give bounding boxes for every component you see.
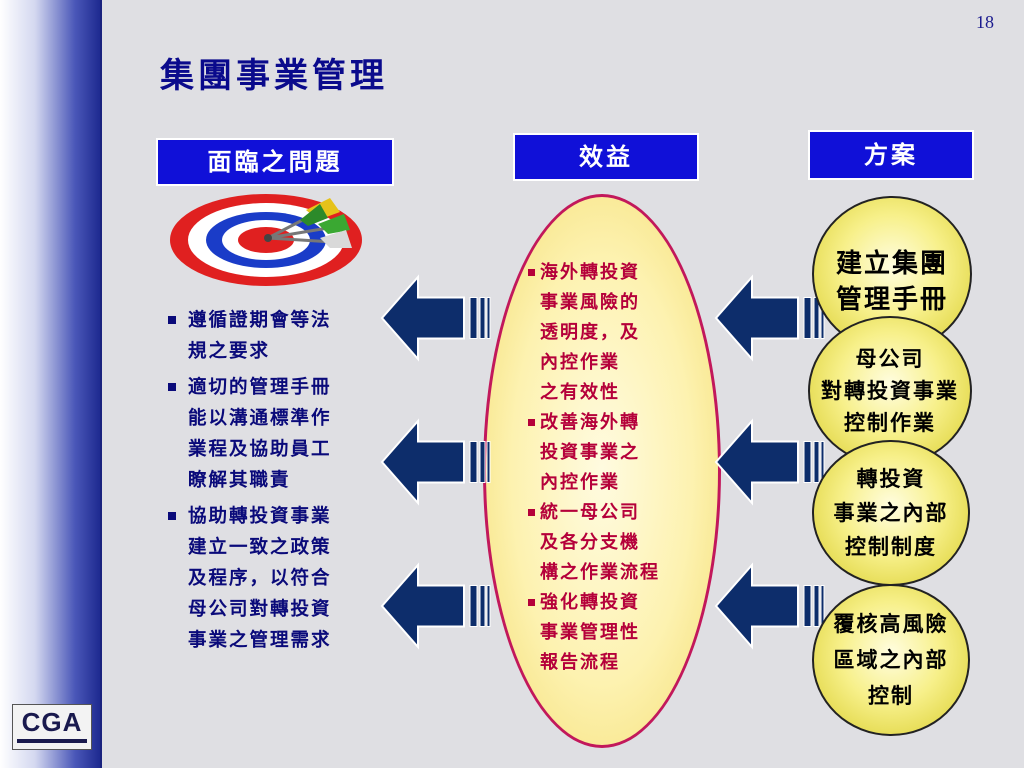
problem-line: 母公司對轉投資 xyxy=(188,599,332,620)
solution-line: 覆核高風險 xyxy=(833,611,949,636)
right-arrow-stripe xyxy=(813,585,820,627)
logo-text: CGA xyxy=(21,707,83,737)
right-arrow xyxy=(714,562,799,650)
dartboard-icon xyxy=(170,194,362,286)
benefit-line: 內控作業 xyxy=(540,352,620,373)
benefit-item: 改善海外轉投資事業之內控作業 xyxy=(528,408,708,498)
benefit-line: 事業風險的 xyxy=(540,292,640,313)
benefit-line: 投資事業之 xyxy=(540,442,640,463)
solution-line: 控制作業 xyxy=(844,410,936,435)
benefit-item: 統一母公司及各分支機構之作業流程 xyxy=(528,498,708,588)
left-arrow-stripe xyxy=(479,441,486,483)
page-number: 18 xyxy=(976,12,994,32)
left-arrow-stripe xyxy=(469,297,478,339)
left-arrow-stripe xyxy=(486,585,491,627)
solution-line: 事業之內部 xyxy=(833,500,949,525)
header-problems: 面臨之問題 xyxy=(156,138,394,186)
solution-line: 管理手冊 xyxy=(835,285,948,315)
benefits-ellipse xyxy=(483,194,721,748)
benefit-line: 改善海外轉 xyxy=(540,412,640,433)
benefit-line: 統一母公司 xyxy=(540,502,640,523)
benefit-item: 海外轉投資事業風險的透明度，及內控作業之有效性 xyxy=(528,258,708,408)
problems-list: 遵循證期會等法規之要求適切的管理手冊能以溝通標準作業程及協助員工瞭解其職責協助轉… xyxy=(168,305,378,661)
right-arrow-stripe xyxy=(803,441,812,483)
benefit-line: 強化轉投資 xyxy=(540,592,640,613)
left-arrow-stripe xyxy=(469,441,478,483)
sidebar-gradient xyxy=(0,0,100,768)
left-arrow-stripe xyxy=(486,441,491,483)
solution-line: 轉投資 xyxy=(856,466,926,491)
problem-line: 事業之管理需求 xyxy=(188,630,332,651)
left-arrow xyxy=(380,418,465,506)
darts-icon xyxy=(264,198,352,248)
solution-line: 建立集團 xyxy=(835,249,948,279)
cga-logo: CGA xyxy=(12,704,92,750)
problem-line: 規之要求 xyxy=(188,341,271,362)
solution-circle-3: 轉投資事業之內部控制制度 xyxy=(812,440,970,586)
solution-circle-4: 覆核高風險區域之內部控制 xyxy=(812,584,970,736)
right-arrow xyxy=(714,274,799,362)
solution-line: 母公司 xyxy=(855,346,925,371)
logo-bar xyxy=(17,739,87,743)
problem-line: 遵循證期會等法 xyxy=(188,310,332,331)
right-arrow-stripe xyxy=(803,297,812,339)
benefit-line: 海外轉投資 xyxy=(540,262,640,283)
slide-title: 集團事業管理 xyxy=(160,56,388,96)
left-arrow xyxy=(380,274,465,362)
problem-line: 瞭解其職責 xyxy=(188,470,291,491)
problem-line: 協助轉投資事業 xyxy=(188,506,332,527)
right-arrow-stripe xyxy=(813,441,820,483)
benefit-line: 報告流程 xyxy=(540,652,620,673)
left-arrow-stripe xyxy=(486,297,491,339)
benefit-line: 事業管理性 xyxy=(540,622,640,643)
solution-line: 控制制度 xyxy=(845,534,937,559)
sidebar-divider xyxy=(100,0,102,768)
left-arrow-stripe xyxy=(479,585,486,627)
benefit-line: 內控作業 xyxy=(540,472,620,493)
benefit-line: 之有效性 xyxy=(540,382,620,403)
problem-item: 適切的管理手冊能以溝通標準作業程及協助員工瞭解其職責 xyxy=(168,372,378,496)
left-arrow xyxy=(380,562,465,650)
header-solutions: 方案 xyxy=(808,130,974,180)
solution-line: 對轉投資事業 xyxy=(821,378,959,403)
benefits-list: 海外轉投資事業風險的透明度，及內控作業之有效性改善海外轉投資事業之內控作業統一母… xyxy=(528,258,708,678)
right-arrow xyxy=(714,418,799,506)
problem-line: 業程及協助員工 xyxy=(188,439,332,460)
benefit-line: 透明度，及 xyxy=(540,322,640,343)
problem-item: 遵循證期會等法規之要求 xyxy=(168,305,378,367)
problem-line: 能以溝通標準作 xyxy=(188,408,332,429)
header-benefits: 效益 xyxy=(513,133,699,181)
benefit-line: 及各分支機 xyxy=(540,532,640,553)
problem-line: 建立一致之政策 xyxy=(188,537,332,558)
benefit-item: 強化轉投資事業管理性報告流程 xyxy=(528,588,708,678)
benefit-line: 構之作業流程 xyxy=(540,562,660,583)
right-arrow-stripe xyxy=(803,585,812,627)
problem-item: 協助轉投資事業建立一致之政策及程序，以符合母公司對轉投資事業之管理需求 xyxy=(168,501,378,656)
solution-line: 控制 xyxy=(868,683,914,708)
solution-line: 區域之內部 xyxy=(833,647,949,672)
problem-line: 適切的管理手冊 xyxy=(188,377,332,398)
left-arrow-stripe xyxy=(479,297,486,339)
left-arrow-stripe xyxy=(469,585,478,627)
problem-line: 及程序，以符合 xyxy=(188,568,332,589)
